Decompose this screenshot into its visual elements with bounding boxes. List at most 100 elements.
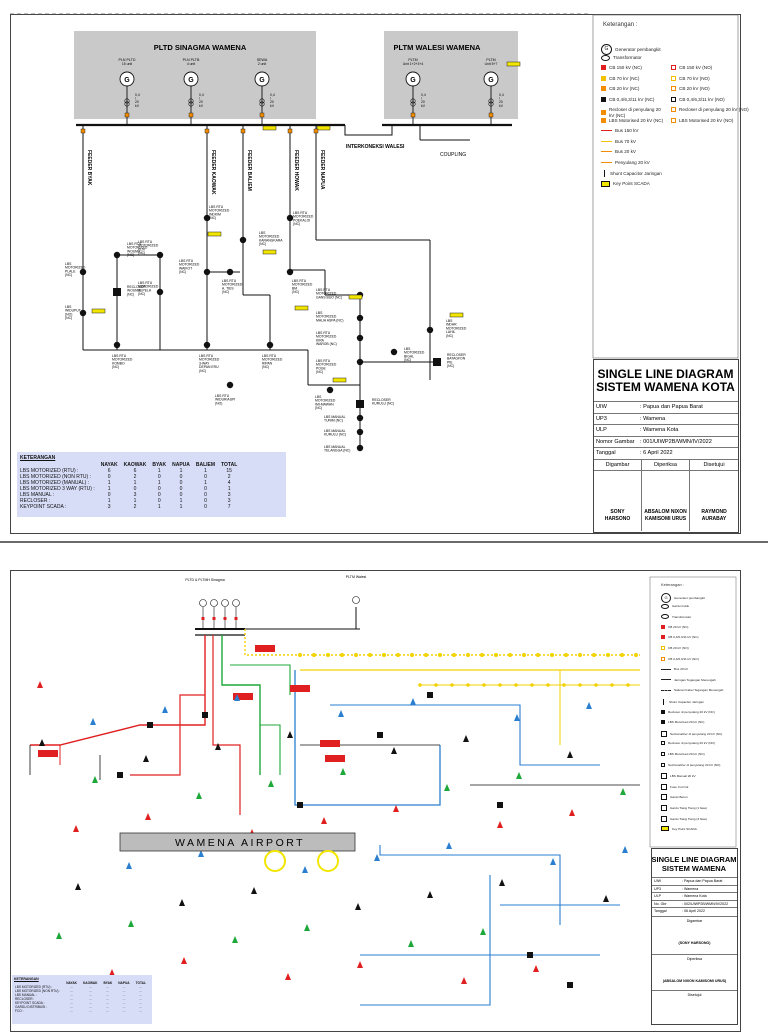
cb-filled-icon — [661, 635, 665, 640]
row-key: UP3 — [596, 415, 607, 422]
legend-item: Transformator — [661, 614, 692, 620]
fuse-icon — [368, 653, 372, 657]
legend-item: Recloser di penyulang 20 kV (NC) — [601, 107, 667, 118]
row-key: UIW — [596, 404, 607, 410]
gardu-tiang-icon — [143, 755, 149, 762]
legend-item: Saluran Kabel Tegangan Menengah — [661, 688, 723, 692]
fuse-icon — [494, 653, 498, 657]
lbs-icon — [426, 326, 434, 334]
table-cell: KEYPOINT SCADA : — [15, 1001, 45, 1005]
transformer-icon — [188, 98, 194, 104]
table-cell: 1 — [107, 480, 111, 486]
legend-item-label: Penyulang 20 kV — [615, 159, 650, 165]
fuse-icon — [562, 683, 566, 687]
sheet-1-frame — [10, 14, 741, 534]
legend-item: Sectionalizer di penyulang 20 kV (NC) — [661, 730, 722, 737]
lbs-icon — [356, 444, 364, 452]
fuse-icon — [434, 683, 438, 687]
table-cell: 0 — [157, 498, 161, 504]
table-cell: … — [70, 985, 74, 989]
table-cell: 1 — [157, 504, 161, 510]
gardu-tiang-icon — [410, 698, 416, 705]
legend-item-label: Recloser di penyulang 20 kV (NC) — [668, 709, 715, 714]
table-cell: … — [122, 993, 126, 997]
gardu-tiang-icon — [215, 743, 221, 750]
legend-item-label: LBS Motorised 20 kV (NO) — [679, 117, 734, 123]
row-key: UIW — [654, 879, 661, 883]
feeder-cb-icon — [313, 128, 319, 134]
legend-item: CB 0,4/6,3/11 kV (NO) — [661, 657, 699, 661]
gardu-tiang-icon — [497, 821, 503, 828]
substation-icon — [661, 603, 669, 609]
gardu-tiang-icon — [620, 788, 626, 795]
lbs-icon — [113, 341, 121, 349]
gardu-tiang-icon — [145, 813, 151, 820]
title-block-row: ULP: Wamena Kota — [594, 424, 738, 436]
legend-item-label: CB 20 kV (NO) — [668, 646, 689, 650]
row-value: : Wamena — [682, 886, 699, 891]
distribution-network — [82, 175, 437, 450]
legend-item: Gardu Beton — [661, 794, 688, 801]
gardu-tiang-icon — [408, 940, 414, 947]
capacitor-icon — [603, 170, 605, 177]
gardu-tiang-icon — [302, 866, 308, 873]
legend-item-label: Bus 20 kV — [674, 667, 689, 672]
cb-icon — [488, 112, 494, 118]
scada-highlight-icon — [317, 850, 339, 872]
table-cell: LBS MOTORIZED (NON RTU) : — [15, 989, 61, 993]
gardu-tiang-icon — [357, 961, 363, 968]
legend-item-label: CB 20 kV (NO) — [679, 86, 710, 91]
generator-symbol: G — [410, 77, 416, 84]
gardu-tiang-icon — [234, 694, 240, 701]
fuse-icon — [480, 653, 484, 657]
table-cell: 0 — [179, 486, 183, 492]
source-label-sinagma: PLTD & PLTMH Sinagma — [185, 578, 224, 582]
table-cell: LBS MOTORIZED (MANUAL) : — [20, 480, 90, 486]
table-cell: 1 — [157, 480, 161, 486]
table-cell: 2 — [227, 474, 231, 480]
source-label-walesi: PLTM Walesi — [346, 575, 367, 579]
legend-item-label: Transformator — [613, 54, 642, 60]
table-cell: 1 — [133, 498, 137, 504]
recloser-icon — [427, 692, 433, 698]
legend-item-label: Gardu Tiang Tiang (3 fasa) — [670, 816, 707, 821]
legend-item-label: Recloser di penyulang 20 kV (NC) — [609, 107, 661, 118]
table-cell: … — [106, 993, 110, 997]
table-header: NAPUA — [118, 981, 130, 985]
table-cell: 1 — [179, 468, 183, 474]
table-cell: LBS MANUAL : — [15, 993, 37, 997]
recloser-icon — [527, 952, 533, 958]
signature-header: Digambar — [686, 919, 703, 923]
cb-open-icon — [671, 96, 676, 102]
table-cell: 0 — [204, 486, 207, 492]
generator-icon — [352, 596, 360, 604]
generator-symbol: G — [124, 77, 130, 84]
table-cell: … — [70, 997, 74, 1001]
legend-item-label: Recloser di penyulang 20 kV (NO) — [668, 741, 715, 746]
gardu-tiang-icon — [304, 924, 310, 931]
cb-filled-icon — [601, 96, 606, 102]
scada-keypoint-icon — [91, 308, 106, 314]
lbs-filled-icon — [601, 117, 606, 123]
scada-keypoint-icon — [661, 826, 669, 832]
legend-item-label: Generator pembangkit — [674, 595, 705, 600]
legend-item-label: Transformator — [672, 614, 692, 619]
lbs-icon — [326, 386, 334, 394]
title-line-1: SINGLE LINE DIAGRAM — [651, 855, 737, 864]
feeder-arrow-icon — [601, 161, 612, 163]
gardu-tiang-icon — [179, 899, 185, 906]
generator-symbol: G — [259, 77, 265, 84]
generator-units: 15 unit — [122, 62, 132, 66]
legend-item-label: Recloser di penyulang 20 kV (NO) — [679, 107, 749, 112]
